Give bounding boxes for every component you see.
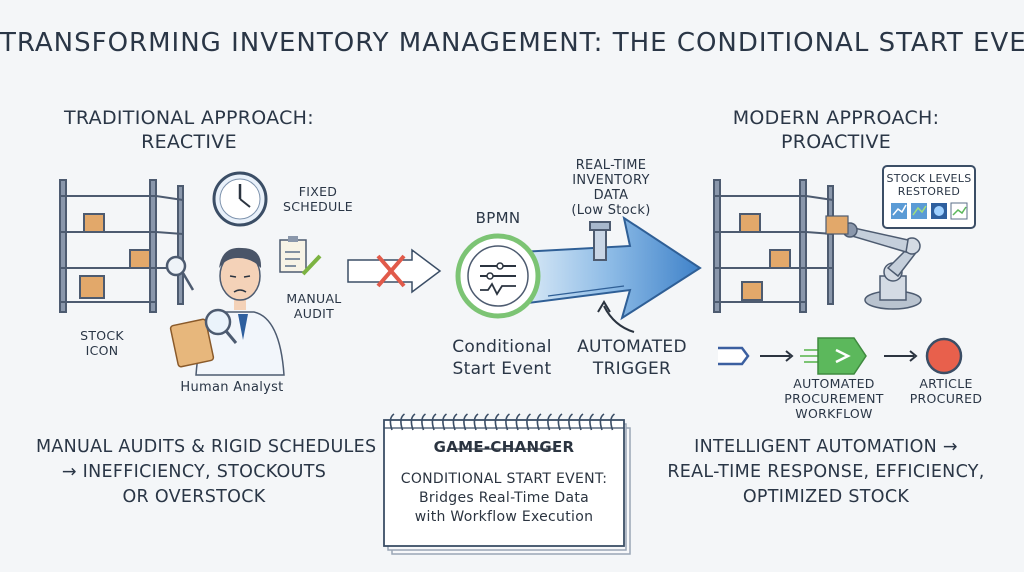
clock-icon bbox=[212, 171, 268, 227]
spiral-ring bbox=[515, 413, 521, 431]
automated-trigger-arrow bbox=[519, 215, 702, 321]
spiral-ring bbox=[599, 413, 605, 431]
automated-trigger-label: AUTOMATED TRIGGER bbox=[572, 336, 692, 380]
spiral-ring bbox=[505, 413, 511, 431]
trigger-pointer-arrow bbox=[603, 305, 635, 333]
traditional-summary-line1: MANUAL AUDITS & RIGID SCHEDULES bbox=[36, 437, 377, 457]
trigger-pointer-head bbox=[597, 300, 611, 313]
modern-heading-line1: MODERN APPROACH: bbox=[732, 107, 940, 129]
trigger-line2: TRIGGER bbox=[592, 359, 672, 379]
fixed-schedule-label: FIXED SCHEDULE bbox=[278, 184, 358, 214]
modern-summary-line2: REAL-TIME RESPONSE, EFFICIENCY, bbox=[667, 462, 985, 482]
data-pipe-icon bbox=[589, 221, 611, 261]
screen-line2: RESTORED bbox=[897, 185, 961, 198]
traditional-heading: TRADITIONAL APPROACH: REACTIVE bbox=[60, 106, 318, 154]
fixed-schedule-line1: FIXED bbox=[298, 184, 338, 199]
conditional-start-event-label: Conditional Start Event bbox=[446, 336, 558, 380]
trigger-line1: AUTOMATED bbox=[577, 337, 687, 357]
spiral-ring bbox=[431, 413, 437, 431]
stock-icon-label: STOCK ICON bbox=[72, 328, 132, 358]
spiral-ring bbox=[452, 413, 458, 431]
spiral-ring bbox=[484, 413, 490, 431]
manual-audit-line1: MANUAL bbox=[286, 291, 342, 306]
stock-icon-line2: ICON bbox=[85, 343, 119, 358]
workflow-label: AUTOMATED PROCUREMENT WORKFLOW bbox=[780, 376, 888, 421]
spiral-ring bbox=[421, 413, 427, 431]
manual-audit-line2: AUDIT bbox=[293, 306, 335, 321]
spiral-ring bbox=[526, 413, 532, 431]
spiral-ring bbox=[568, 413, 574, 431]
stock-screen-label: STOCK LEVELS RESTORED bbox=[883, 172, 975, 198]
workflow-task-icon bbox=[817, 337, 867, 375]
traditional-summary-line3: OR OVERSTOCK bbox=[122, 487, 266, 507]
notepad-spiral-binding bbox=[389, 413, 616, 431]
spiral-ring bbox=[442, 413, 448, 431]
stock-monitor-icon bbox=[882, 165, 976, 229]
workflow-start-chevron-icon bbox=[718, 346, 750, 366]
spiral-ring bbox=[536, 413, 542, 431]
workflow-line3: WORKFLOW bbox=[795, 406, 873, 421]
note-heading: GAME-CHANGER bbox=[433, 438, 575, 456]
clipboard-icon bbox=[279, 236, 322, 276]
realtime-data-label: REAL-TIME INVENTORY DATA (Low Stock) bbox=[556, 158, 666, 218]
modern-heading: MODERN APPROACH: PROACTIVE bbox=[726, 106, 946, 154]
spiral-ring bbox=[547, 413, 553, 431]
event-line1: Conditional bbox=[452, 337, 552, 357]
note-line2: Bridges Real-Time Data bbox=[418, 490, 590, 506]
spiral-ring bbox=[578, 413, 584, 431]
warehouse-shelf-left-icon bbox=[59, 179, 184, 313]
modern-heading-line2: PROACTIVE bbox=[780, 131, 892, 153]
warehouse-shelf-right-icon bbox=[713, 179, 834, 313]
realtime-line3: DATA bbox=[593, 188, 629, 203]
modern-summary-line3: OPTIMIZED STOCK bbox=[742, 487, 910, 507]
realtime-line1: REAL-TIME bbox=[575, 158, 647, 173]
robot-arm-icon bbox=[825, 215, 922, 310]
human-analyst-icon bbox=[169, 247, 285, 376]
traditional-summary-line2: → INEFFICIENCY, STOCKOUTS bbox=[61, 462, 327, 482]
fixed-schedule-line2: SCHEDULE bbox=[283, 199, 353, 214]
realtime-line2: INVENTORY bbox=[572, 173, 650, 188]
crossed-out-arrow-icon bbox=[347, 248, 442, 294]
spiral-ring bbox=[473, 413, 479, 431]
stock-icon-line1: STOCK bbox=[80, 328, 124, 343]
note-line3: with Workflow Execution bbox=[414, 509, 594, 525]
spiral-ring bbox=[589, 413, 595, 431]
modern-summary-line1: INTELLIGENT AUTOMATION → bbox=[694, 437, 958, 457]
conditional-start-event-icon bbox=[455, 233, 541, 319]
procured-line2: PROCURED bbox=[909, 391, 983, 406]
event-line2: Start Event bbox=[452, 359, 552, 379]
workflow-line2: PROCUREMENT bbox=[784, 391, 884, 406]
screen-line1: STOCK LEVELS bbox=[886, 172, 972, 185]
spiral-ring bbox=[610, 413, 616, 431]
procured-label: ARTICLE PROCURED bbox=[906, 376, 986, 406]
realtime-line4: (Low Stock) bbox=[571, 203, 651, 218]
workflow-line1: AUTOMATED bbox=[793, 376, 875, 391]
spiral-ring bbox=[410, 413, 416, 431]
modern-summary: INTELLIGENT AUTOMATION → REAL-TIME RESPO… bbox=[666, 435, 986, 510]
spiral-ring bbox=[389, 413, 395, 431]
spiral-ring bbox=[557, 413, 563, 431]
human-analyst-label: Human Analyst bbox=[180, 380, 284, 395]
note-line1: CONDITIONAL START EVENT: bbox=[400, 471, 608, 487]
page-title: TRANSFORMING INVENTORY MANAGEMENT: THE C… bbox=[0, 28, 1024, 58]
traditional-summary: MANUAL AUDITS & RIGID SCHEDULES → INEFFI… bbox=[36, 435, 377, 510]
bpmn-label: BPMN bbox=[475, 209, 521, 227]
procured-line1: ARTICLE bbox=[919, 376, 973, 391]
spiral-ring bbox=[463, 413, 469, 431]
traditional-heading-line1: TRADITIONAL APPROACH: bbox=[64, 107, 314, 129]
procurement-workflow-diagram bbox=[718, 337, 963, 375]
manual-audit-label: MANUAL AUDIT bbox=[284, 291, 344, 321]
note-body: CONDITIONAL START EVENT: Bridges Real-Ti… bbox=[384, 470, 624, 527]
magnifier-icon bbox=[165, 255, 195, 291]
spiral-ring bbox=[494, 413, 500, 431]
traditional-heading-line2: REACTIVE bbox=[141, 131, 237, 153]
spiral-ring bbox=[400, 413, 406, 431]
end-event-icon bbox=[925, 337, 963, 375]
